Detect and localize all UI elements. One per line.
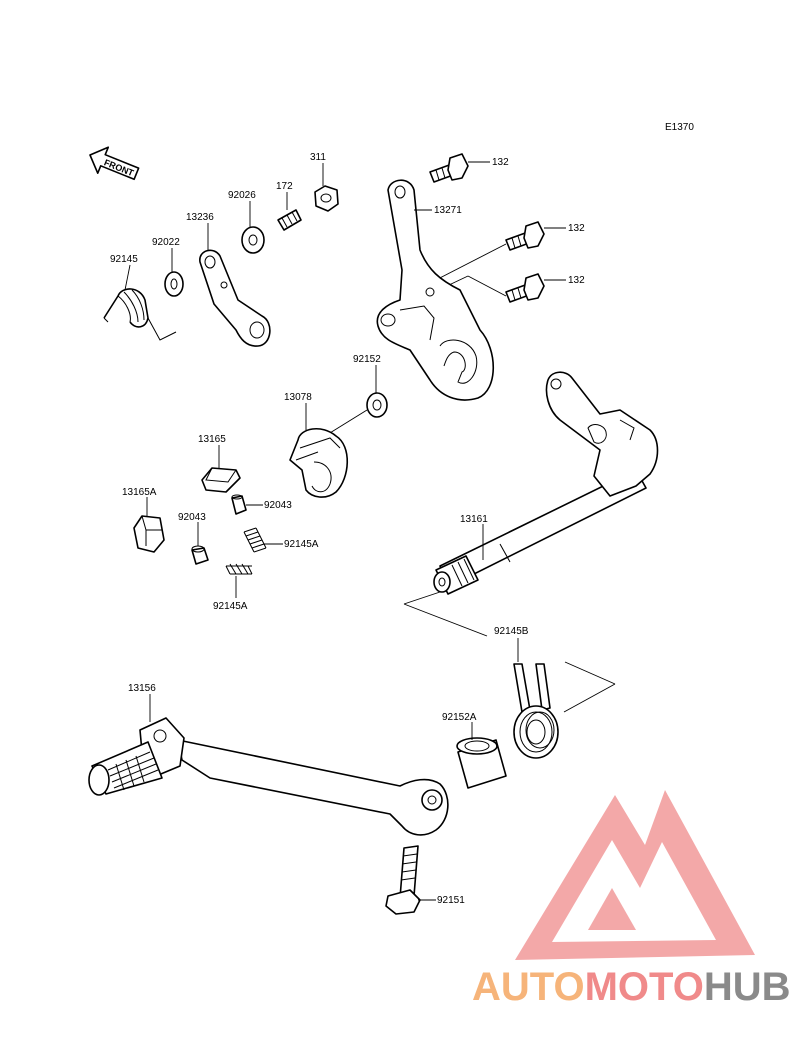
watermark-text: AUTOMOTOHUB [472,965,791,1009]
bolt-132-low [505,273,545,303]
watermark-moto: MOTO [585,965,704,1009]
spring-92145A-lower [225,563,253,575]
label-132-mid: 132 [568,223,585,234]
label-92043-lower: 92043 [178,512,206,523]
front-arrow-icon: FRONT [89,146,140,181]
spring-92145B [513,663,559,759]
label-92145: 92145 [110,254,138,265]
watermark-hub: HUB [704,965,791,1009]
bracket-13271 [376,179,495,401]
bolt-132-top [429,153,469,183]
lever-13236 [199,249,271,347]
label-13156: 13156 [128,683,156,694]
spring-92145A-upper [243,527,267,553]
label-13078: 13078 [284,392,312,403]
bolt-132-mid [505,221,545,251]
spring-92145 [103,288,177,341]
watermark-auto: AUTO [472,965,585,1009]
pedal-13156 [88,717,449,836]
label-13271: 13271 [434,205,462,216]
label-92152A: 92152A [442,712,477,723]
label-92151: 92151 [437,895,465,906]
label-92145A-lower: 92145A [213,601,248,612]
label-172: 172 [276,181,293,192]
pin-92043-upper [231,494,247,515]
cam-13078 [289,428,348,498]
label-92145B: 92145B [494,626,529,637]
washer-92022 [164,271,184,297]
label-13165: 13165 [198,434,226,445]
label-92026: 92026 [228,190,256,201]
washer-92026 [241,226,265,254]
figure-code: E1370 [665,122,694,133]
label-13161: 13161 [460,514,488,525]
label-132-top: 132 [492,157,509,168]
stud-172 [277,209,302,231]
label-92022: 92022 [152,237,180,248]
shaft-13161 [433,371,659,595]
nut-311 [314,185,339,212]
label-13165A: 13165A [122,487,157,498]
label-92152: 92152 [353,354,381,365]
label-132-low: 132 [568,275,585,286]
label-92145A-upper: 92145A [284,539,319,550]
collar-92152A [456,737,507,789]
label-311: 311 [310,152,326,163]
bolt-92151 [385,845,421,915]
watermark-logo [515,790,755,960]
pawl-13165 [201,467,241,493]
pawl-13165A [133,515,165,553]
pin-92043-lower [191,545,209,565]
collar-92152 [366,392,388,418]
label-92043-upper: 92043 [264,500,292,511]
label-13236: 13236 [186,212,214,223]
